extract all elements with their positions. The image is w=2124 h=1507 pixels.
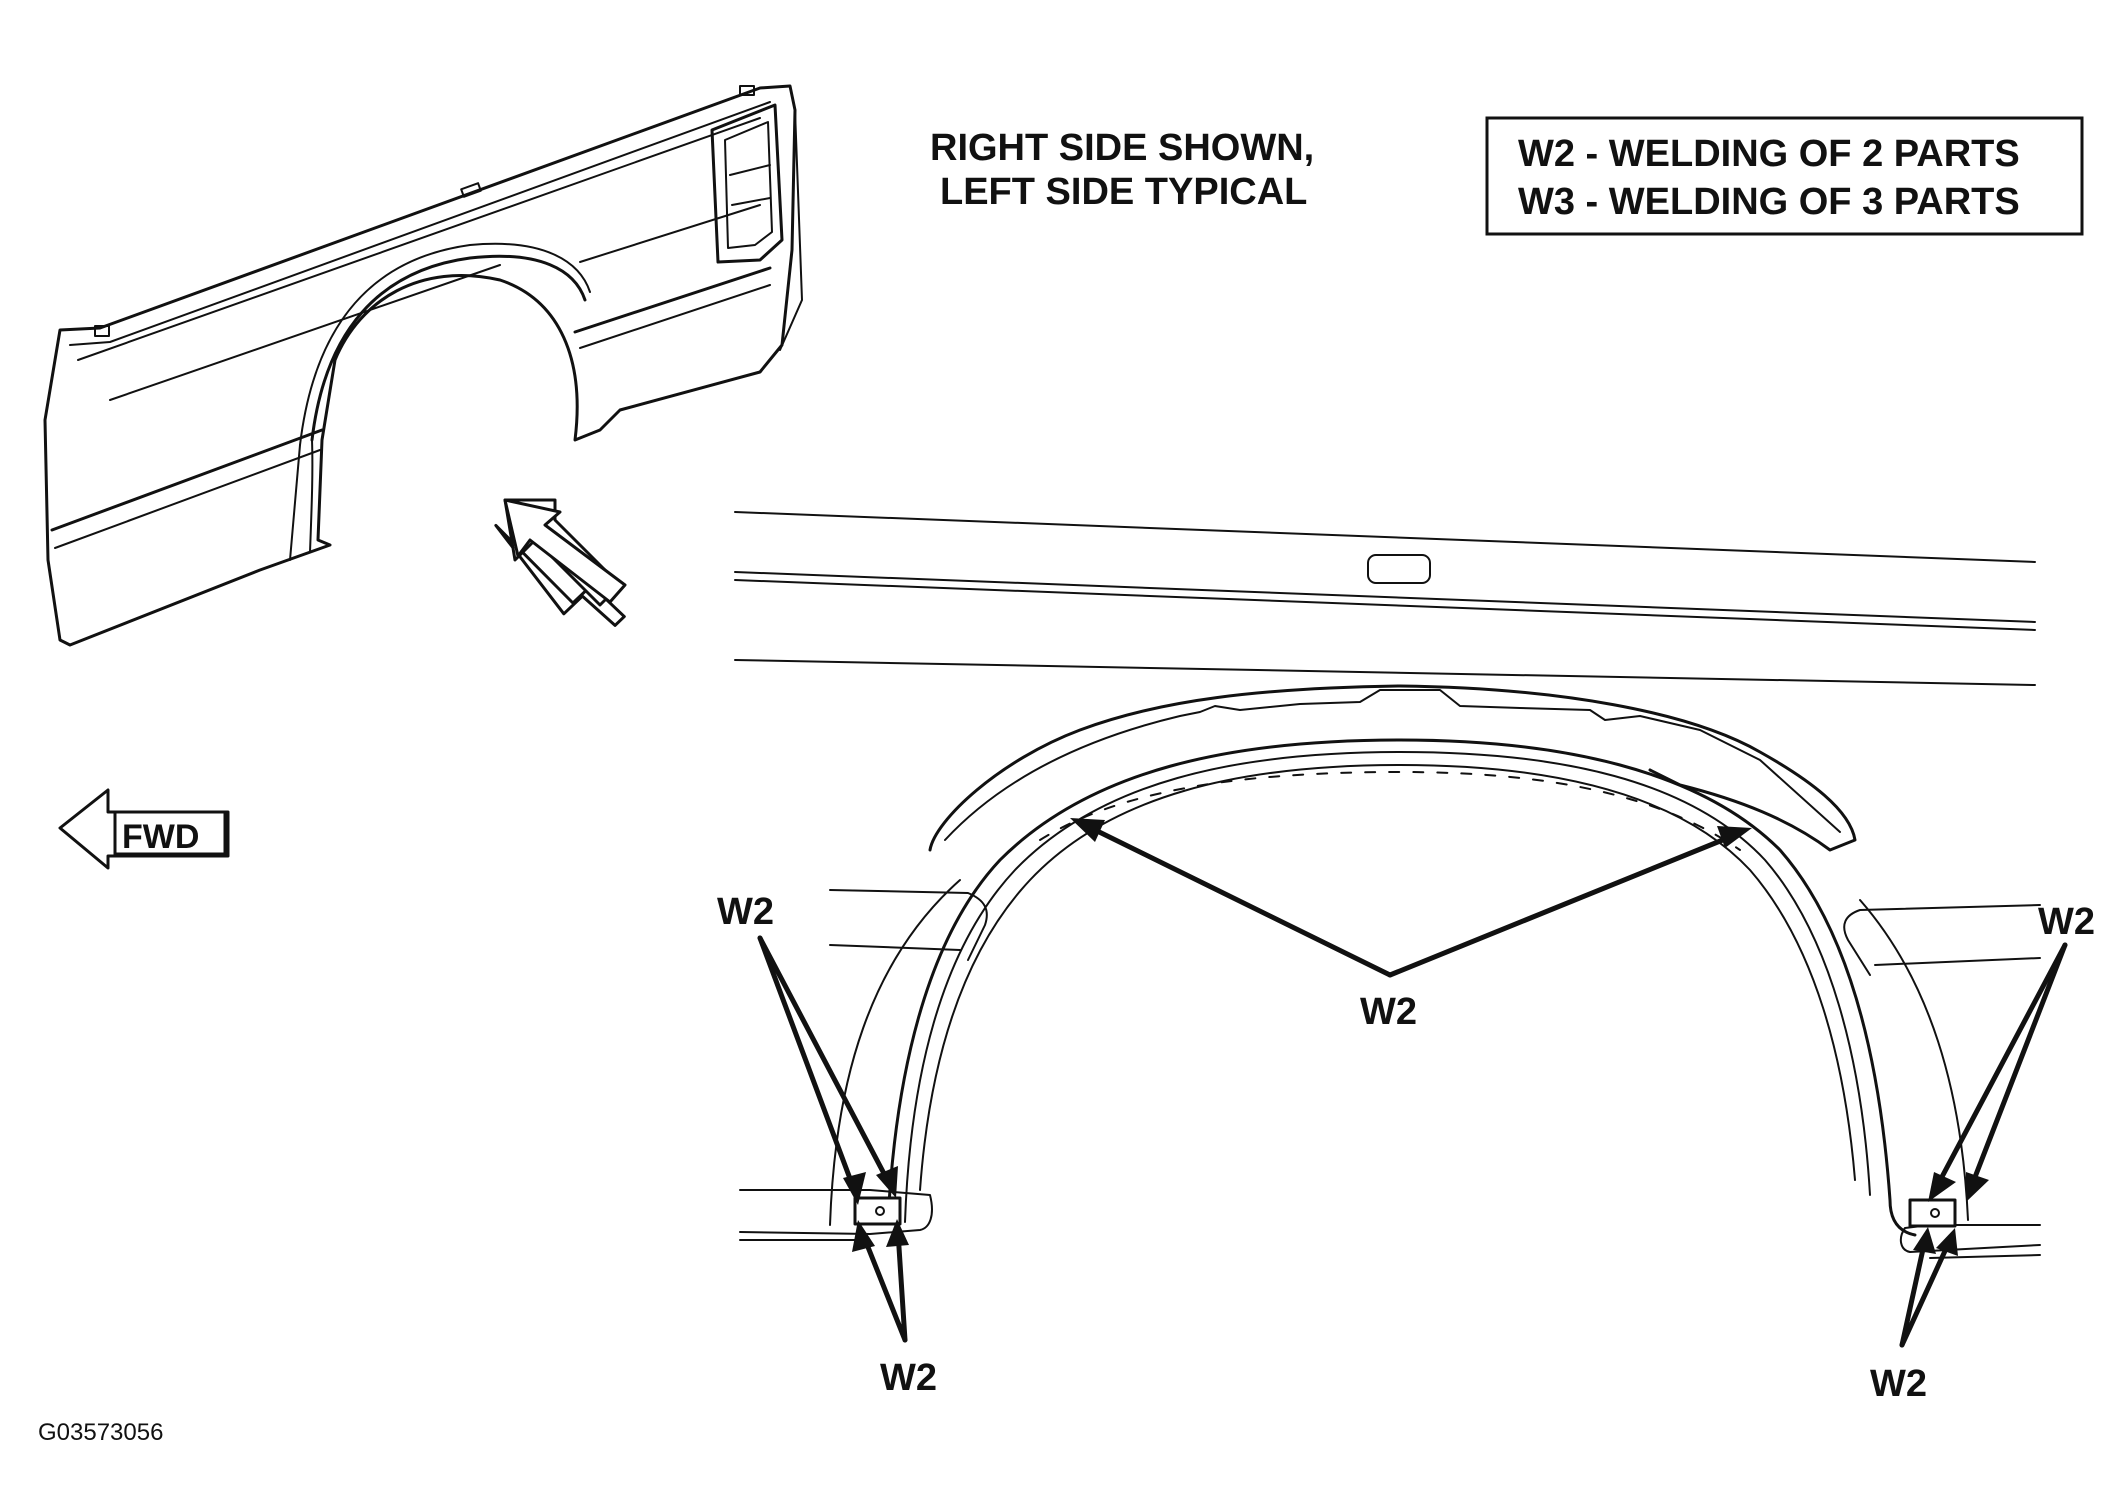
weld-legend-box: W2 - WELDING OF 2 PARTS W3 - WELDING OF … xyxy=(1485,116,2084,236)
callout-w2-arch-center: W2 xyxy=(1360,991,1417,1033)
wheelhouse-detail-view xyxy=(734,511,2041,1259)
bed-side-panel-overview xyxy=(43,84,803,647)
legend-w3: W3 - WELDING OF 3 PARTS xyxy=(1518,181,2020,223)
view-locator-arrow xyxy=(503,498,627,604)
callout-w2-left-lower: W2 xyxy=(880,1357,937,1399)
fwd-label: FWD xyxy=(122,818,199,856)
view-note-line2: LEFT SIDE TYPICAL xyxy=(940,171,1307,213)
view-note-line1: RIGHT SIDE SHOWN, xyxy=(930,127,1314,169)
forward-direction-arrow: FWD xyxy=(58,788,230,870)
callout-w2-left-upper: W2 xyxy=(717,891,774,933)
legend-w2: W2 - WELDING OF 2 PARTS xyxy=(1518,133,2020,175)
callout-w2-right-lower: W2 xyxy=(1870,1363,1927,1405)
weld-callout-leaders xyxy=(757,818,2068,1348)
callout-w2-right-upper: W2 xyxy=(2038,901,2095,943)
figure-id: G03573056 xyxy=(38,1419,163,1446)
